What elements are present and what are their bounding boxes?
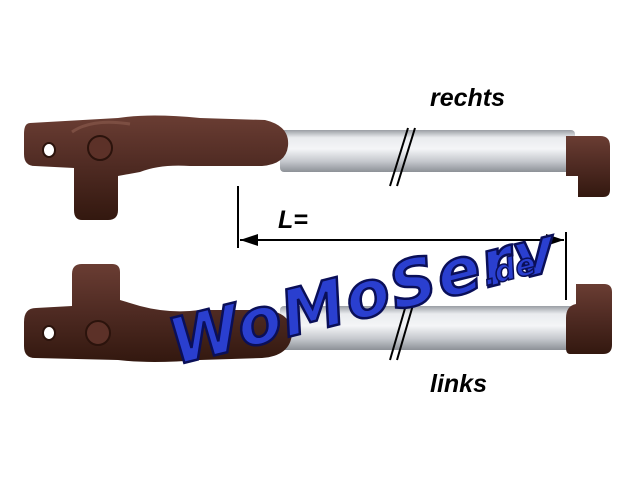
stay-arm-left — [24, 264, 612, 362]
label-right: rechts — [430, 84, 506, 112]
pivot-left — [85, 320, 111, 346]
break-mark-right-1 — [389, 127, 409, 187]
dimension-arrow-right — [546, 234, 564, 246]
break-mark-left-2 — [396, 297, 416, 361]
watermark: WoMoServ .de — [161, 211, 567, 382]
break-mark-right-2 — [396, 127, 416, 187]
dimension-arrow-left — [240, 234, 258, 246]
end-cap-left — [566, 284, 612, 354]
label-left: links — [430, 370, 487, 398]
length-dimension — [237, 186, 567, 300]
length-label: L= — [278, 206, 308, 234]
end-cap-right — [566, 136, 610, 197]
watermark-text: WoMoServ — [162, 212, 566, 380]
tube-right — [280, 130, 575, 172]
pivot-right — [87, 135, 113, 161]
screw-hole-right — [42, 142, 56, 158]
break-mark-left-1 — [389, 297, 409, 361]
screw-hole-left — [42, 325, 56, 341]
handle-highlight-right — [71, 120, 131, 134]
tube-left — [280, 306, 580, 350]
handle-right — [24, 115, 289, 220]
stay-arm-right — [24, 115, 610, 220]
